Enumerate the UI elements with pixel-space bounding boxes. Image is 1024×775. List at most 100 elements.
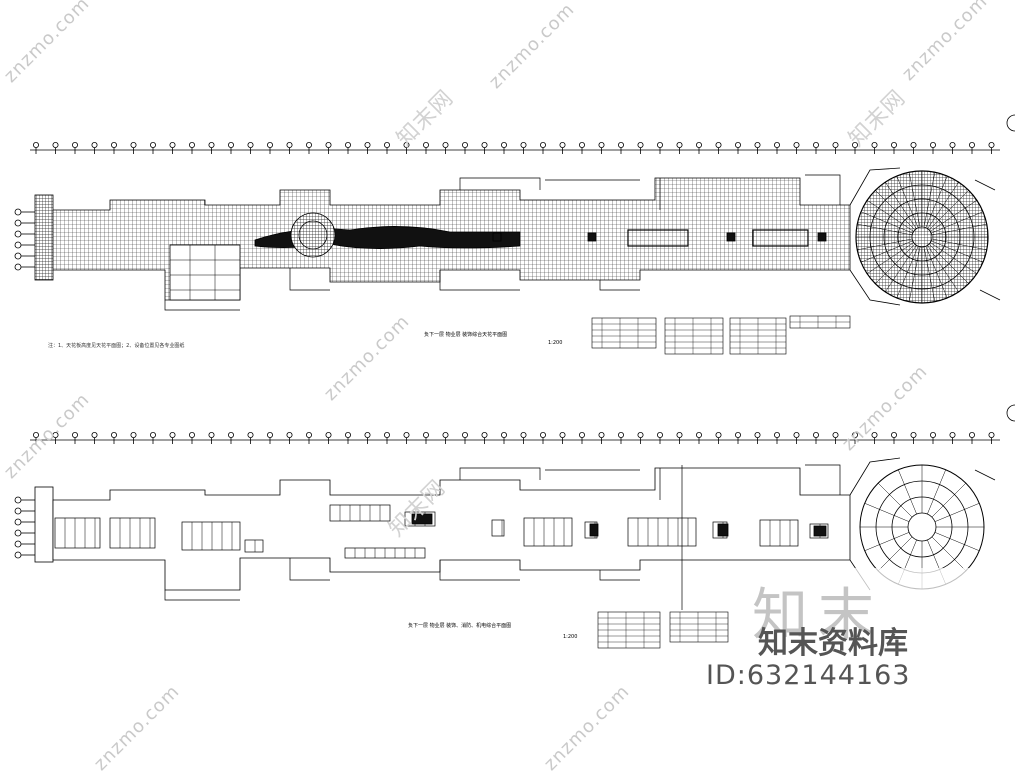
legend-tables-top	[591, 315, 851, 355]
rotunda-ray	[866, 200, 914, 232]
axis-bubble	[500, 431, 507, 438]
room-block	[523, 517, 573, 547]
axis-bubble	[715, 141, 722, 148]
axis-bubble	[247, 141, 254, 148]
axis-bubble	[910, 141, 917, 148]
axis-markers-bottom	[33, 431, 995, 444]
rotunda-ray	[864, 503, 910, 522]
axis-bubble	[500, 141, 507, 148]
rotunda-ray	[925, 175, 948, 228]
plan-bottom-caption: 负下一层 物业层 装饰、消防、机电综合平面图	[408, 623, 512, 629]
axis-bubble	[403, 431, 410, 438]
logo-name: 知末资料库	[758, 626, 908, 661]
row-bubble	[14, 529, 22, 537]
axis-bubble	[442, 431, 449, 438]
row-markers-top	[14, 208, 35, 271]
axis-bubble	[208, 141, 215, 148]
plan-top-scale: 1:200	[548, 340, 563, 346]
axis-bubble	[461, 141, 468, 148]
axis-bubble	[579, 141, 586, 148]
axis-markers-top	[33, 141, 995, 154]
axis-bubble	[383, 141, 390, 148]
room-block	[809, 523, 829, 539]
axis-bubble	[481, 141, 488, 148]
room-blocks-bottom	[54, 504, 829, 559]
equipment-block	[813, 525, 827, 537]
axis-bubble	[559, 141, 566, 148]
rotunda-ray	[934, 532, 980, 551]
axis-bubble	[852, 141, 859, 148]
rotunda-ray	[860, 240, 913, 263]
axis-bubble	[33, 431, 40, 438]
axis-bubble	[969, 141, 976, 148]
room-block	[244, 539, 264, 553]
axis-bubble	[266, 141, 273, 148]
axis-bubble	[149, 141, 156, 148]
axis-bubble	[344, 431, 351, 438]
rotunda-ray	[934, 503, 980, 522]
axis-bubble	[422, 141, 429, 148]
rotunda-ray	[860, 211, 913, 234]
axis-bubble	[871, 431, 878, 438]
equipment-block	[589, 523, 599, 537]
rotunda-ray	[898, 469, 917, 515]
axis-bubble	[969, 431, 976, 438]
row-bubble	[14, 219, 22, 227]
rotunda-ray	[877, 536, 913, 572]
room-block	[759, 519, 799, 547]
rotunda-ray	[925, 246, 948, 299]
axis-bubble	[91, 431, 98, 438]
axis-bubble	[676, 141, 683, 148]
rotunda-ray	[931, 238, 987, 251]
row-bubble	[14, 518, 22, 526]
axis-bubble	[813, 431, 820, 438]
axis-bubble	[247, 431, 254, 438]
axis-bubble	[598, 141, 605, 148]
axis-bubble	[169, 431, 176, 438]
plan-bottom-scale: 1:200	[563, 634, 578, 640]
axis-bubble	[832, 431, 839, 438]
axis-bubble	[344, 141, 351, 148]
axis-bubble	[657, 431, 664, 438]
axis-bubble	[130, 141, 137, 148]
room-block	[109, 517, 156, 549]
axis-bubble	[891, 141, 898, 148]
rotunda-ray	[931, 211, 984, 234]
rotunda-ray	[896, 175, 919, 228]
row-bubble	[14, 263, 22, 271]
rotunda-ray	[908, 246, 921, 302]
equipment-block	[717, 523, 729, 537]
rotunda-ray	[931, 240, 984, 263]
axis-bubble	[676, 431, 683, 438]
axis-bubble	[988, 431, 995, 438]
axis-bubble	[305, 141, 312, 148]
logo-id: ID:632144163	[706, 660, 911, 691]
axis-bubble	[111, 141, 118, 148]
axis-bubble	[637, 431, 644, 438]
rotunda-ray	[857, 223, 913, 236]
axis-bubble	[774, 431, 781, 438]
rotunda-ray	[927, 469, 946, 515]
rotunda-ray	[857, 238, 913, 251]
rotunda-ray	[885, 245, 917, 293]
rotunda-ray	[908, 172, 921, 228]
row-bubble	[14, 496, 22, 504]
axis-bubble	[910, 431, 917, 438]
legend-table	[669, 611, 729, 643]
axis-bubble	[930, 141, 937, 148]
axis-bubble	[949, 141, 956, 148]
room-block	[627, 517, 697, 547]
rotunda-ray	[885, 181, 917, 229]
axis-bubble	[364, 431, 371, 438]
axis-bubble	[481, 431, 488, 438]
axis-bubble	[793, 141, 800, 148]
axis-bubble	[72, 431, 79, 438]
axis-bubble	[52, 431, 59, 438]
row-markers-bottom	[14, 496, 35, 559]
axis-bubble	[618, 431, 625, 438]
rotunda-ray	[923, 172, 936, 228]
plan-top-note: 注：1、天花板高度见天花平面图；2、设备位置见各专业图纸	[48, 343, 185, 349]
axis-bubble	[91, 141, 98, 148]
axis-bubble	[949, 431, 956, 438]
